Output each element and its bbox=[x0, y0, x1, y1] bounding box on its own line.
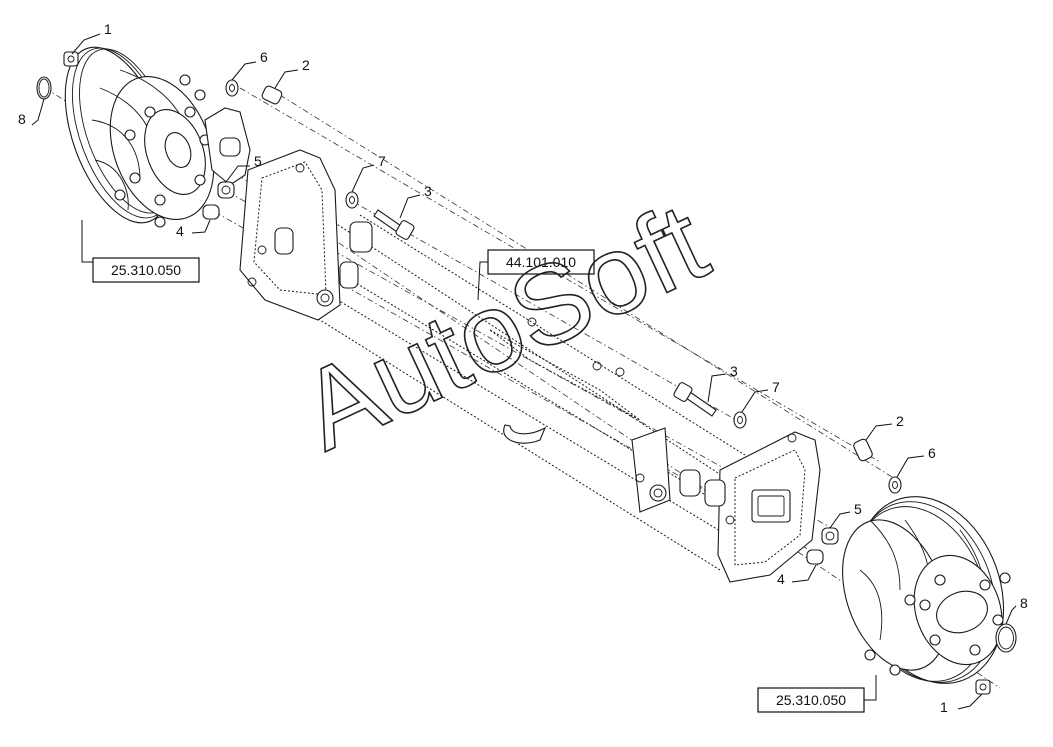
nut-1-right bbox=[975, 679, 991, 695]
callout-3-right: 3 bbox=[730, 363, 738, 379]
callout-8-left: 8 bbox=[18, 111, 26, 127]
callout-1-right: 1 bbox=[940, 699, 948, 715]
callout-4-left: 4 bbox=[176, 223, 184, 239]
washer-7-right bbox=[733, 411, 747, 429]
washer-6-left bbox=[225, 79, 239, 97]
axle-housing bbox=[239, 149, 821, 583]
bushing-5-left bbox=[217, 181, 235, 199]
callout-6-right: 6 bbox=[928, 445, 936, 461]
callout-4-right: 4 bbox=[777, 571, 785, 587]
bleed-screw-2-left bbox=[261, 85, 283, 105]
callout-labels: 1 8 6 2 5 4 7 3 3 7 2 6 5 4 8 1 bbox=[18, 21, 1028, 715]
ref-hub-left-label: 25.310.050 bbox=[111, 262, 181, 278]
stud-4-right bbox=[806, 549, 824, 565]
washer-6-right bbox=[888, 476, 902, 494]
reference-boxes: 25.310.050 44.101.010 25.310.050 bbox=[92, 249, 865, 713]
callout-2-right: 2 bbox=[896, 413, 904, 429]
callout-7-left: 7 bbox=[378, 153, 386, 169]
ref-hub-right-label: 25.310.050 bbox=[776, 692, 846, 708]
callout-2-left: 2 bbox=[302, 57, 310, 73]
ref-hub-right: 25.310.050 bbox=[757, 687, 865, 713]
callout-6-left: 6 bbox=[260, 49, 268, 65]
o-ring-8-left bbox=[36, 76, 52, 100]
bleed-screw-2-right bbox=[853, 438, 873, 462]
leader-lines bbox=[31, 33, 1017, 710]
ref-axle-label: 44.101.010 bbox=[506, 254, 576, 270]
callout-1-left: 1 bbox=[104, 21, 112, 37]
callout-8-right: 8 bbox=[1020, 595, 1028, 611]
bolt-3-right bbox=[673, 382, 717, 417]
callout-5-left: 5 bbox=[254, 153, 262, 169]
ref-axle: 44.101.010 bbox=[487, 249, 595, 275]
bushing-5-right bbox=[821, 527, 839, 545]
callout-7-right: 7 bbox=[772, 379, 780, 395]
callout-5-right: 5 bbox=[854, 501, 862, 517]
right-hub bbox=[842, 496, 1011, 684]
stud-4-left bbox=[202, 204, 220, 220]
bolt-3-left bbox=[373, 209, 415, 240]
callout-3-left: 3 bbox=[424, 183, 432, 199]
nut-1-left bbox=[63, 51, 79, 67]
washer-7-left bbox=[345, 191, 359, 209]
ref-hub-left: 25.310.050 bbox=[92, 257, 200, 283]
small-parts bbox=[36, 51, 1017, 695]
o-ring-8-right bbox=[995, 623, 1017, 653]
